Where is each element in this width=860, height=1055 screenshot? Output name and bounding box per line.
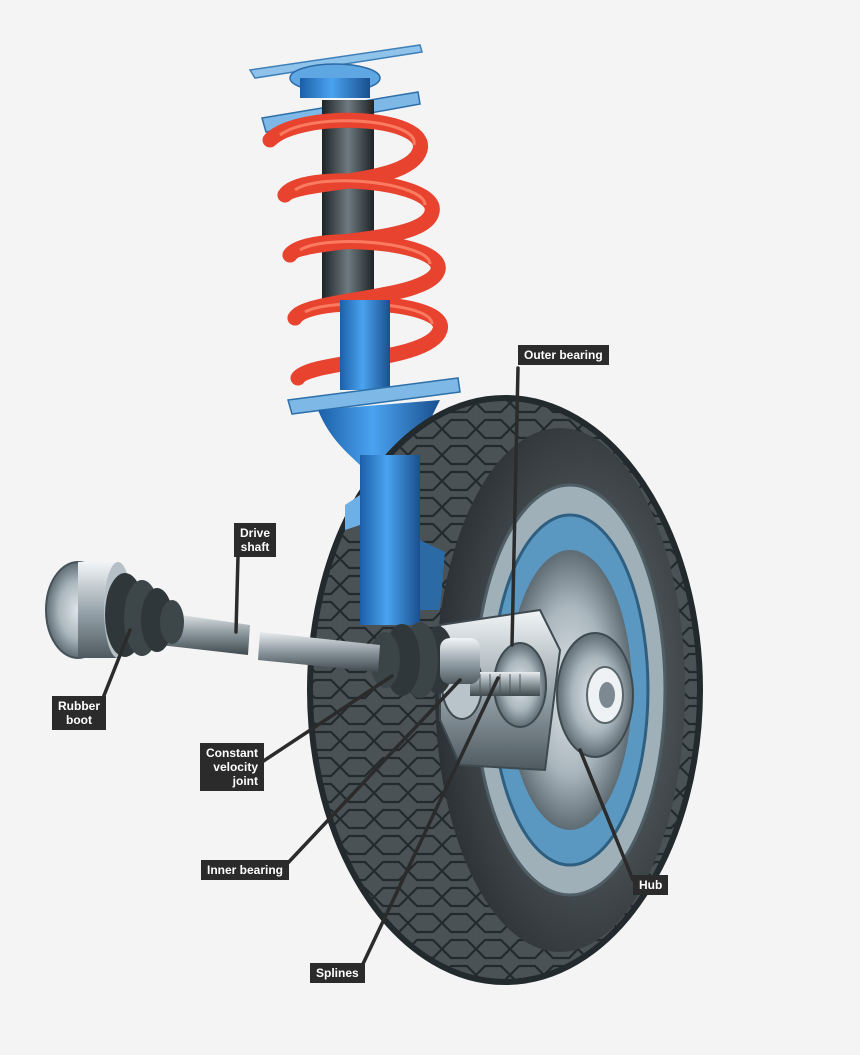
- label-rubber-boot: Rubber boot: [52, 696, 106, 730]
- leader-rubber-boot: [101, 628, 132, 700]
- lower-spring-seat: [287, 377, 461, 415]
- splines: [470, 672, 540, 696]
- leader-hub: [578, 748, 635, 882]
- leader-lines: [101, 366, 635, 968]
- strut-lower-tube: [360, 455, 420, 625]
- label-inner-bearing: Inner bearing: [201, 860, 290, 880]
- label-splines: Splines: [310, 963, 365, 983]
- leader-inner-bearing: [283, 678, 462, 868]
- leader-splines: [360, 676, 500, 968]
- strut-upper-tube: [340, 300, 390, 390]
- leader-cv-joint: [260, 674, 394, 764]
- top-mount-plate: [248, 44, 423, 79]
- label-outer-bearing: Outer bearing: [518, 345, 609, 365]
- leader-drive-shaft: [234, 554, 240, 634]
- drive-shaft-outer: [258, 632, 380, 672]
- rubber-boot: [105, 573, 184, 657]
- label-drive-shaft: Drive shaft: [234, 523, 277, 557]
- label-hub: Hub: [633, 875, 669, 895]
- outer-cv-boot: [370, 622, 480, 698]
- leader-outer-bearing: [510, 366, 520, 647]
- damper-rod: [322, 100, 374, 310]
- label-constant-velocity-joint: Constant velocity joint: [200, 743, 264, 791]
